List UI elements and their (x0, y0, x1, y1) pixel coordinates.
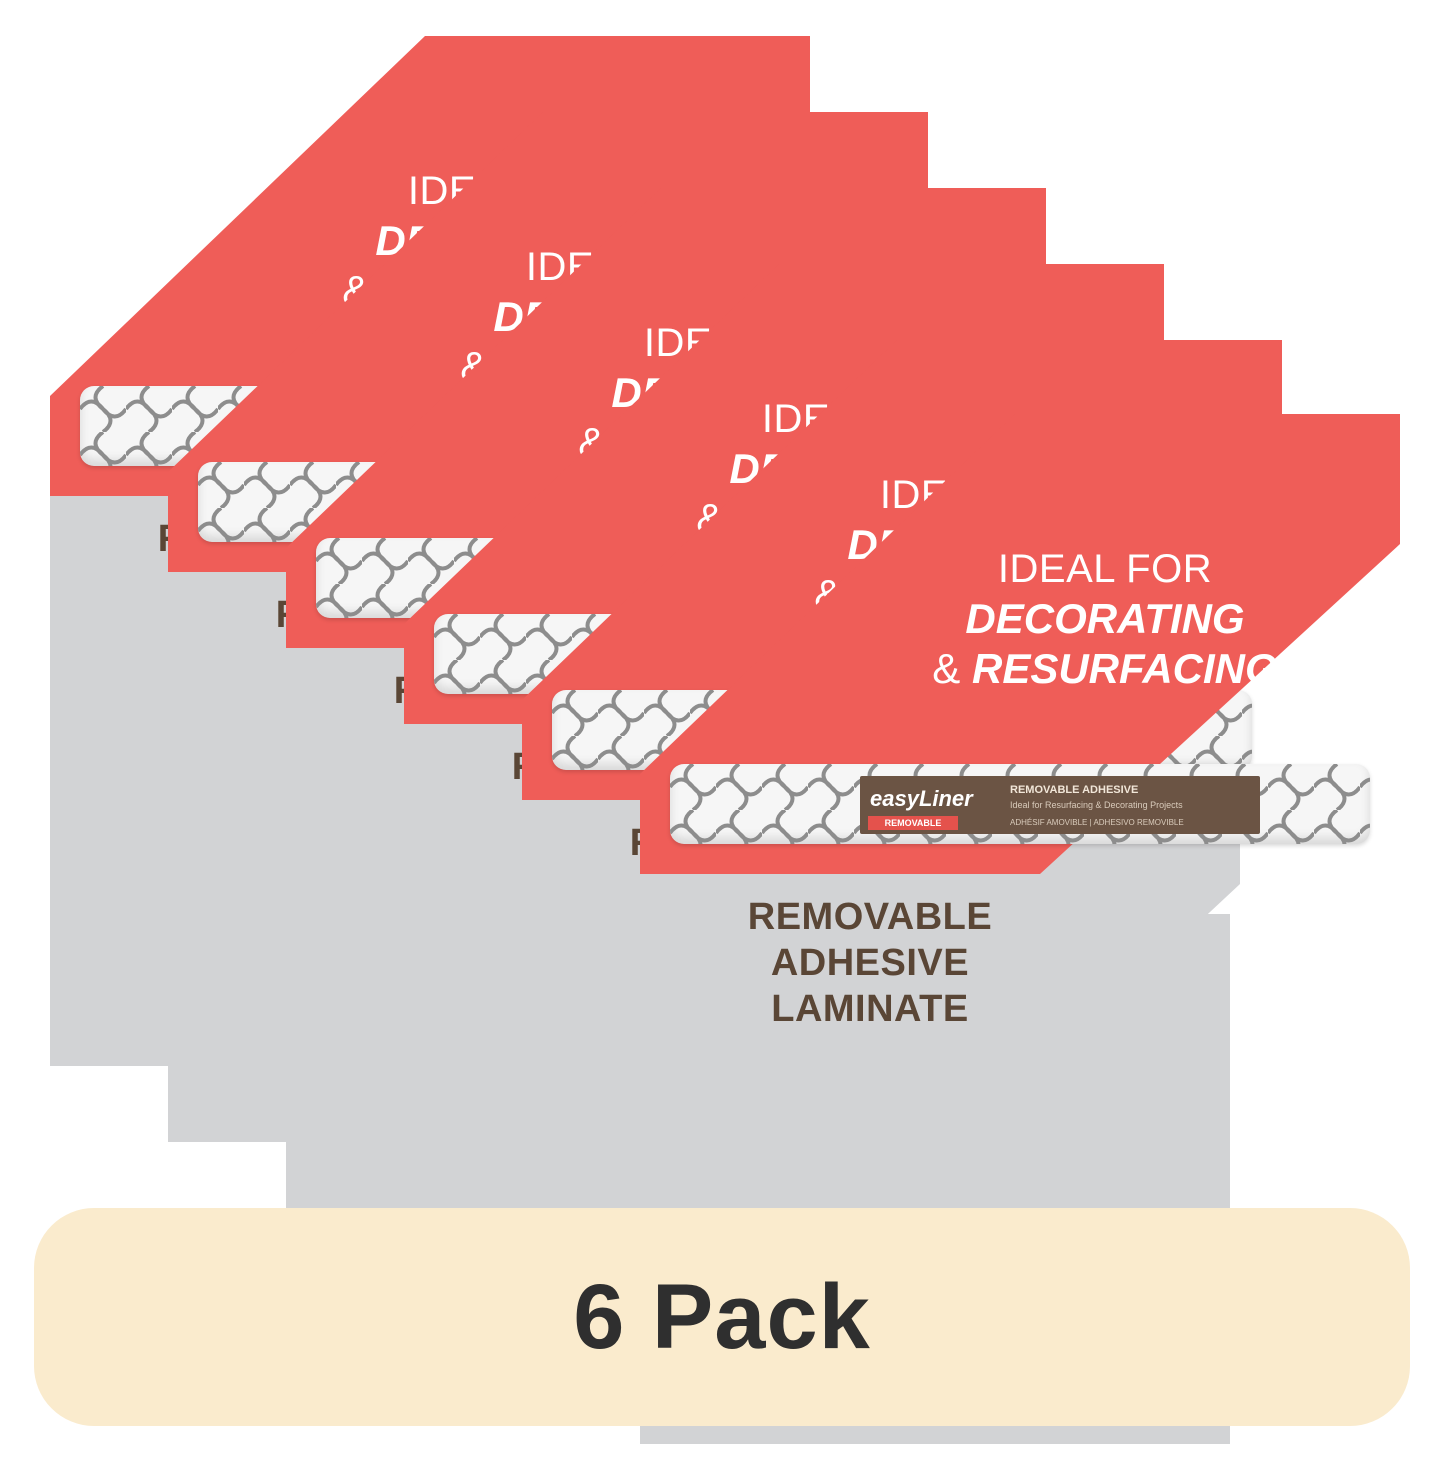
pack-count-banner: 6 Pack (34, 1208, 1410, 1426)
pack-count-label: 6 Pack (573, 1265, 871, 1368)
grey-panel-text: REMOVABLE ADHESIVE LAMINATE (747, 896, 993, 1030)
red-banner-text: IDEAL FOR DECORATING & RESURFACING (932, 547, 1278, 692)
product-image-stack: IDEAL FOR DECORATING & RESURFACING REMOV… (50, 36, 1400, 1444)
liner-roll: easyLiner REMOVABLE ADHESIVE Ideal for R… (670, 764, 1370, 844)
roll-label: easyLiner REMOVABLE ADHESIVE Ideal for R… (860, 776, 1260, 834)
